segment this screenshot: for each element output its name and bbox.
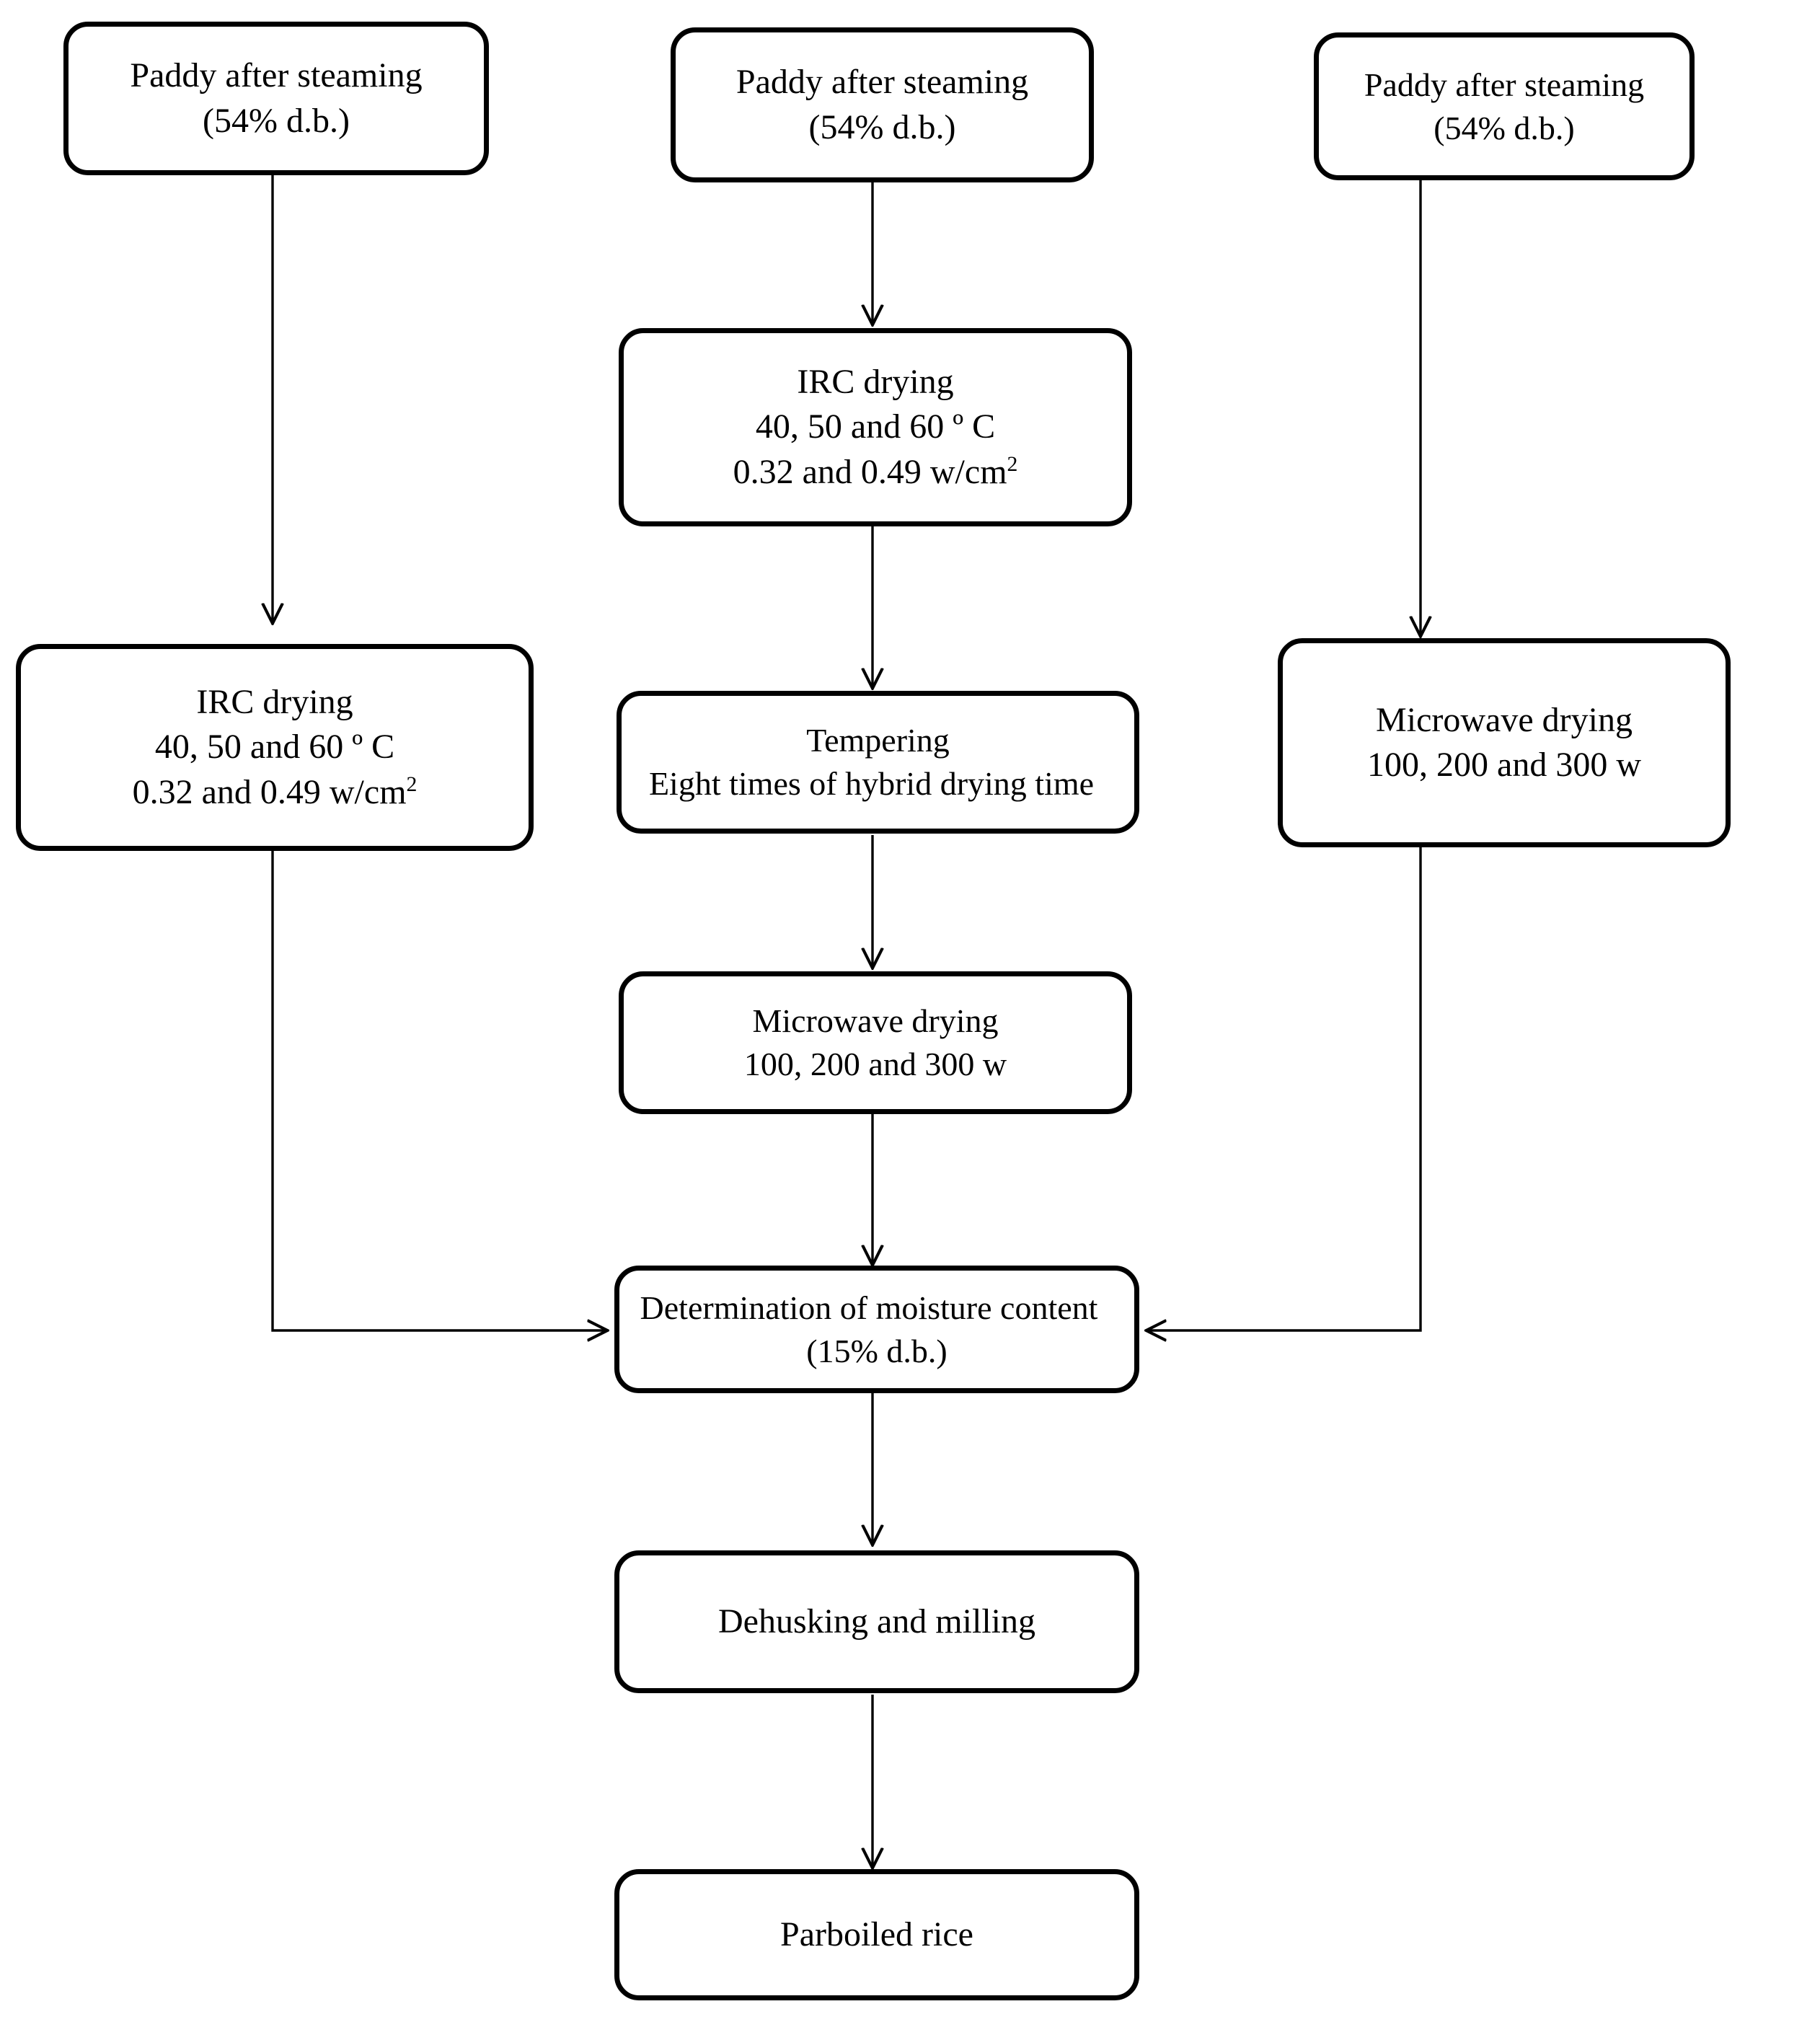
node-parboiled-line1: Parboiled rice	[780, 1915, 973, 1953]
node-paddy-after-steaming-left[interactable]: Paddy after steaming (54% d.b.)	[63, 22, 489, 175]
node-dehusking-line1: Dehusking and milling	[718, 1602, 1035, 1641]
node-paddy-center-line1: Paddy after steaming	[735, 63, 1029, 102]
node-irc-drying-left[interactable]: IRC drying 40, 50 and 60 º C 0.32 and 0.…	[16, 644, 534, 851]
node-irc-center-line3-text: 0.32 and 0.49 w/cm	[733, 452, 1007, 491]
node-moisture-line2: (15% d.b.)	[806, 1332, 947, 1369]
node-tempering-line2: Eight times of hybrid drying time	[648, 765, 1095, 802]
node-paddy-after-steaming-center[interactable]: Paddy after steaming (54% d.b.)	[671, 27, 1094, 182]
node-paddy-left-line2: (54% d.b.)	[203, 101, 350, 140]
node-paddy-after-steaming-right[interactable]: Paddy after steaming (54% d.b.)	[1314, 32, 1695, 180]
node-microwave-right-line1: Microwave drying	[1376, 700, 1633, 739]
node-microwave-drying-center[interactable]: Microwave drying 100, 200 and 300 w	[619, 971, 1132, 1114]
node-irc-left-line3: 0.32 and 0.49 w/cm2	[21, 770, 529, 815]
node-dehusking-and-milling[interactable]: Dehusking and milling	[614, 1550, 1139, 1693]
node-irc-left-line2: 40, 50 and 60 º C	[154, 728, 395, 767]
node-determination-of-moisture-content[interactable]: Determination of moisture content (15% d…	[614, 1266, 1139, 1393]
node-microwave-drying-right[interactable]: Microwave drying 100, 200 and 300 w	[1278, 638, 1731, 847]
node-paddy-left-line1: Paddy after steaming	[130, 56, 423, 95]
node-moisture-line1: Determination of moisture content	[640, 1289, 1098, 1326]
node-irc-left-line3-text: 0.32 and 0.49 w/cm	[132, 772, 407, 811]
node-irc-center-line3: 0.32 and 0.49 w/cm2	[624, 450, 1127, 495]
node-tempering-line1: Tempering	[806, 722, 950, 759]
node-paddy-center-line2: (54% d.b.)	[808, 107, 956, 146]
node-irc-center-line2: 40, 50 and 60 º C	[755, 407, 996, 446]
node-paddy-right-line1: Paddy after steaming	[1364, 66, 1645, 103]
node-microwave-right-line2: 100, 200 and 300 w	[1367, 746, 1641, 784]
node-irc-center-line1: IRC drying	[797, 362, 954, 401]
node-irc-drying-center[interactable]: IRC drying 40, 50 and 60 º C 0.32 and 0.…	[619, 328, 1132, 526]
node-parboiled-rice[interactable]: Parboiled rice	[614, 1869, 1139, 2000]
node-tempering[interactable]: Tempering Eight times of hybrid drying t…	[617, 691, 1139, 834]
edge-microwave-right-to-moisture	[1148, 798, 1422, 1330]
node-irc-left-line1: IRC drying	[196, 682, 353, 721]
node-paddy-right-line2: (54% d.b.)	[1434, 109, 1575, 146]
node-microwave-center-line2: 100, 200 and 300 w	[743, 1046, 1007, 1082]
node-microwave-center-line1: Microwave drying	[752, 1002, 999, 1040]
edge-irc-left-to-moisture	[271, 799, 606, 1330]
node-irc-center-line3-superscript: 2	[1007, 451, 1018, 476]
node-irc-left-line3-superscript: 2	[406, 772, 418, 796]
